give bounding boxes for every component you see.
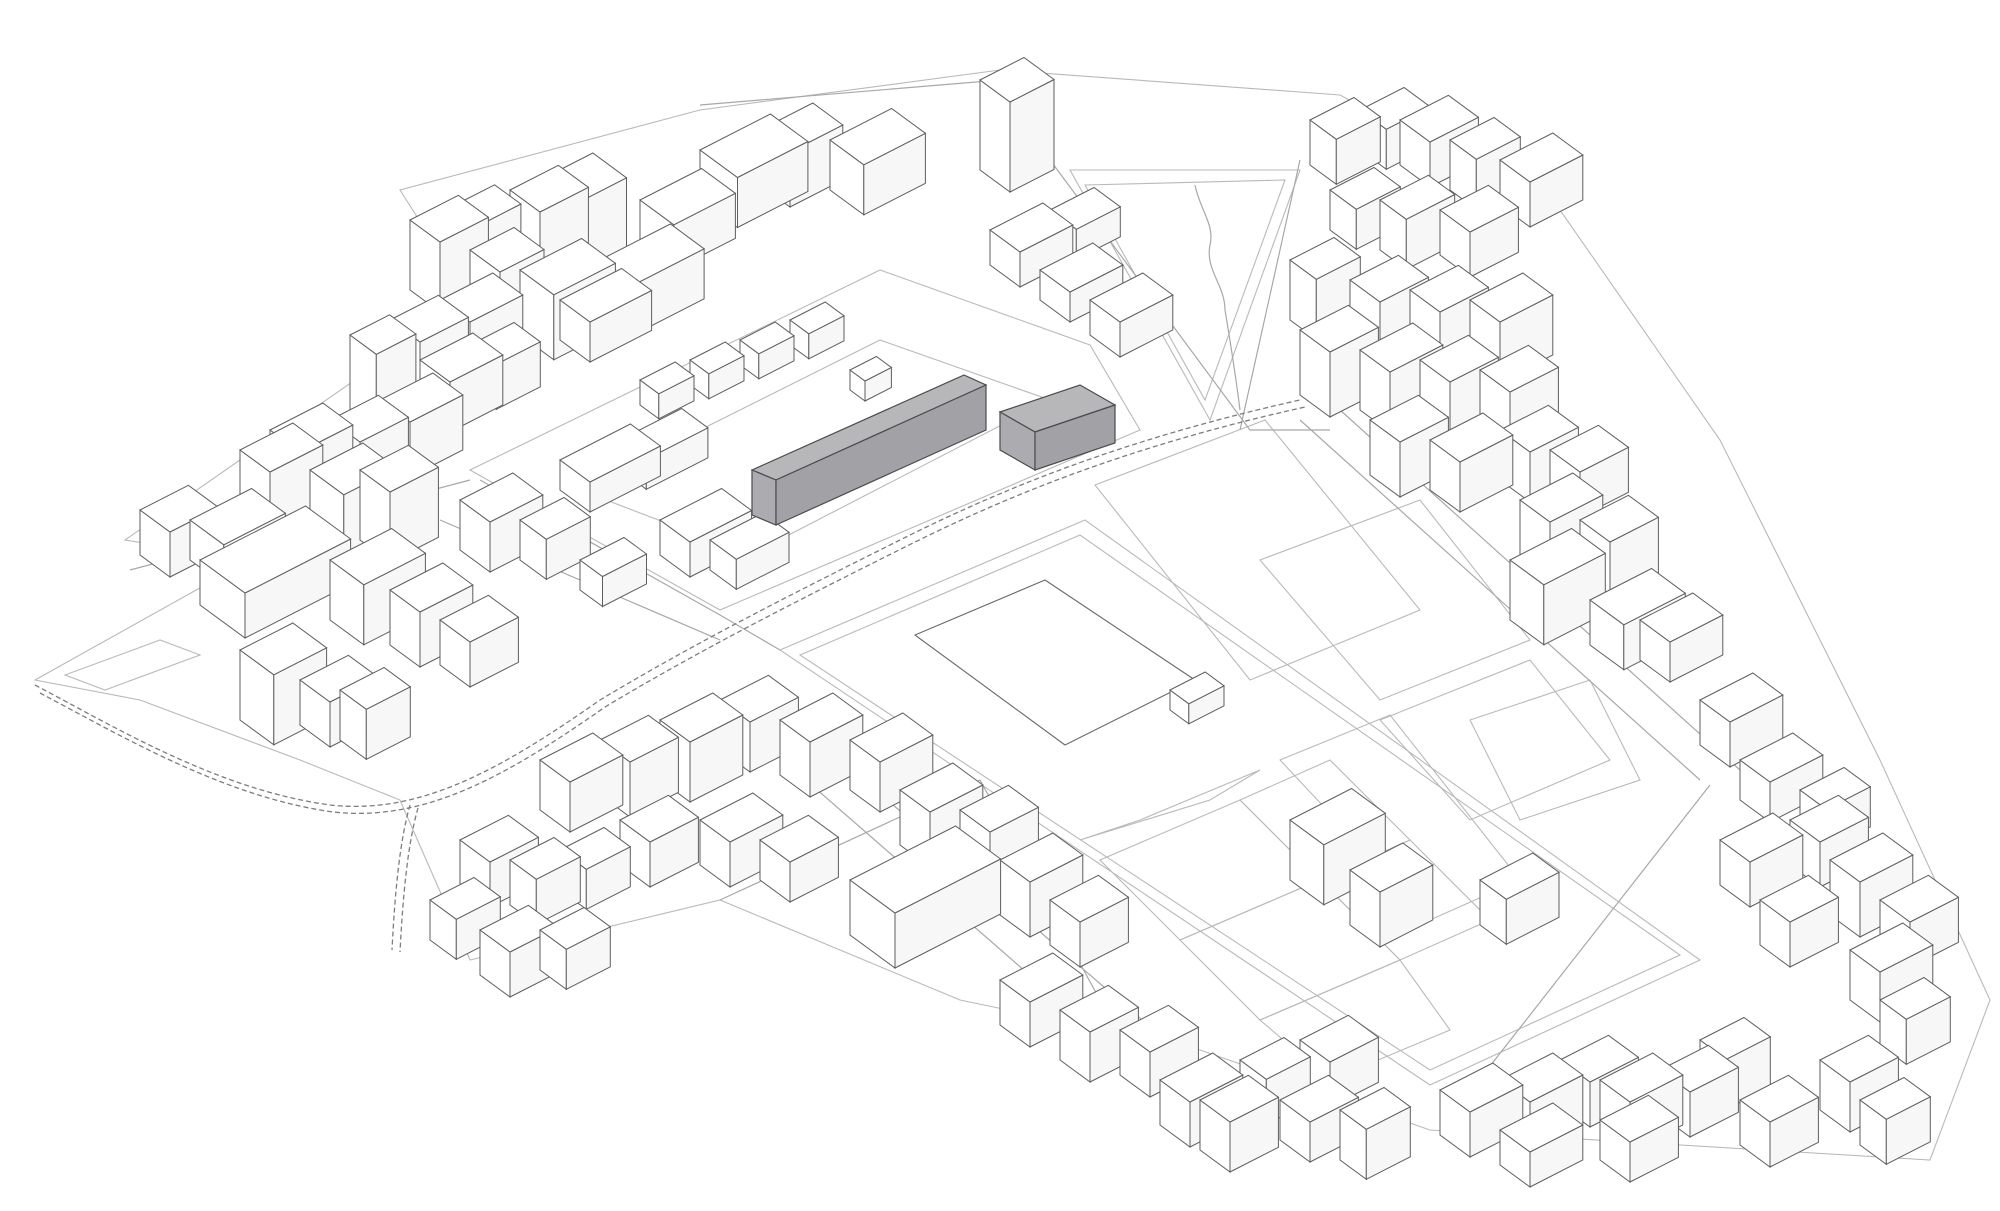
- building: [999, 952, 1084, 1048]
- building: [1199, 1074, 1280, 1173]
- building: [1739, 1074, 1820, 1168]
- building: [409, 194, 490, 313]
- building: [199, 505, 352, 639]
- building: [689, 341, 745, 400]
- building: [539, 906, 612, 991]
- building: [739, 321, 795, 380]
- building: [1509, 527, 1607, 646]
- building: [989, 202, 1074, 288]
- building: [1639, 592, 1724, 683]
- building: [639, 361, 695, 420]
- building: [1479, 852, 1560, 946]
- building: [1089, 272, 1174, 358]
- building: [1499, 1102, 1584, 1188]
- building: [579, 536, 648, 608]
- building: [459, 472, 544, 573]
- building: [1349, 842, 1434, 948]
- building: [339, 666, 412, 761]
- building: [1429, 412, 1514, 513]
- building: [1439, 1062, 1524, 1158]
- building: [1049, 874, 1130, 968]
- park-path: [1194, 184, 1241, 411]
- building: [849, 825, 1002, 969]
- building: [1699, 672, 1784, 768]
- railway-branch-a: [391, 804, 411, 951]
- building: [429, 876, 502, 961]
- block-north: [468, 269, 1141, 611]
- building: [1759, 874, 1840, 968]
- building-masses: [139, 56, 1960, 1188]
- west-lot: [63, 639, 202, 691]
- building: [559, 423, 662, 513]
- highlighted-buildings: [750, 374, 1117, 526]
- building: [439, 594, 520, 688]
- building: [1719, 812, 1804, 908]
- building: [1289, 787, 1387, 906]
- building: [559, 267, 653, 363]
- building: [1309, 96, 1382, 186]
- building: [849, 355, 893, 402]
- central-plaza: [778, 519, 1702, 1086]
- building: [1439, 184, 1520, 278]
- central-field: [914, 579, 1196, 746]
- building: [759, 814, 840, 903]
- building: [979, 56, 1055, 193]
- railway-track-a: [34, 399, 1301, 807]
- block-building-east: [998, 384, 1117, 472]
- building: [699, 792, 784, 888]
- slab-building-west: [750, 374, 988, 526]
- building: [829, 107, 927, 216]
- building: [709, 512, 790, 591]
- building: [849, 712, 934, 813]
- building: [539, 732, 624, 833]
- building: [1859, 1076, 1932, 1166]
- building: [509, 836, 582, 926]
- building: [1599, 1094, 1680, 1183]
- railway-track-b: [39, 406, 1306, 814]
- building: [1499, 132, 1584, 228]
- railway-branch-b: [399, 807, 419, 953]
- building: [1169, 671, 1225, 725]
- building: [1339, 1086, 1412, 1181]
- railway: [34, 399, 1306, 953]
